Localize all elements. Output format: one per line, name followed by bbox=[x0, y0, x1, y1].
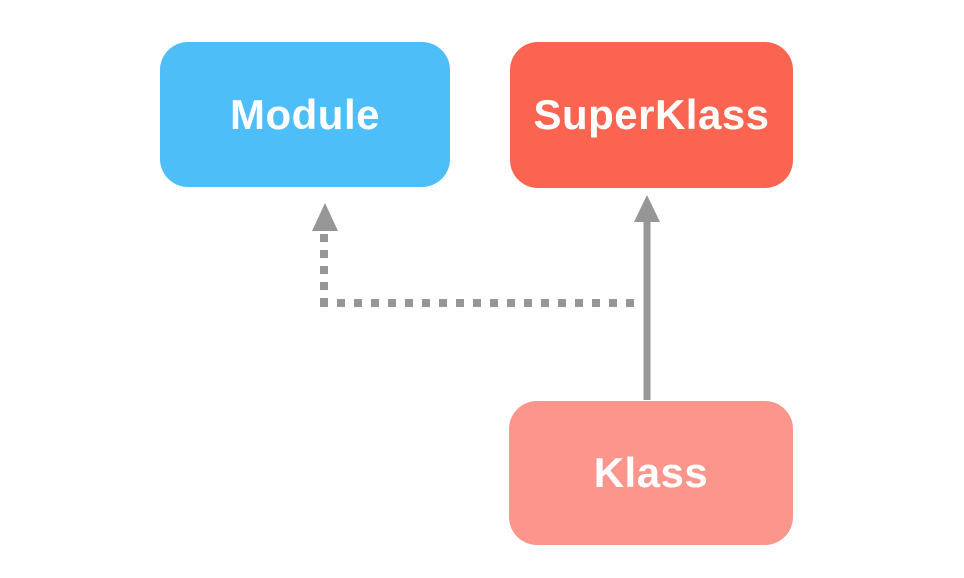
edge-klass-to-module bbox=[312, 203, 634, 307]
node-module: Module bbox=[160, 42, 450, 187]
node-superklass-label: SuperKlass bbox=[533, 91, 770, 138]
node-superklass: SuperKlass bbox=[510, 42, 793, 188]
edge-klass-to-superklass-arrowhead-icon bbox=[634, 195, 660, 222]
edge-klass-to-superklass bbox=[634, 195, 660, 400]
node-klass: Klass bbox=[509, 401, 793, 545]
node-module-label: Module bbox=[230, 90, 380, 138]
edge-klass-to-module-arrowhead-icon bbox=[312, 203, 338, 231]
node-klass-label: Klass bbox=[593, 449, 709, 496]
